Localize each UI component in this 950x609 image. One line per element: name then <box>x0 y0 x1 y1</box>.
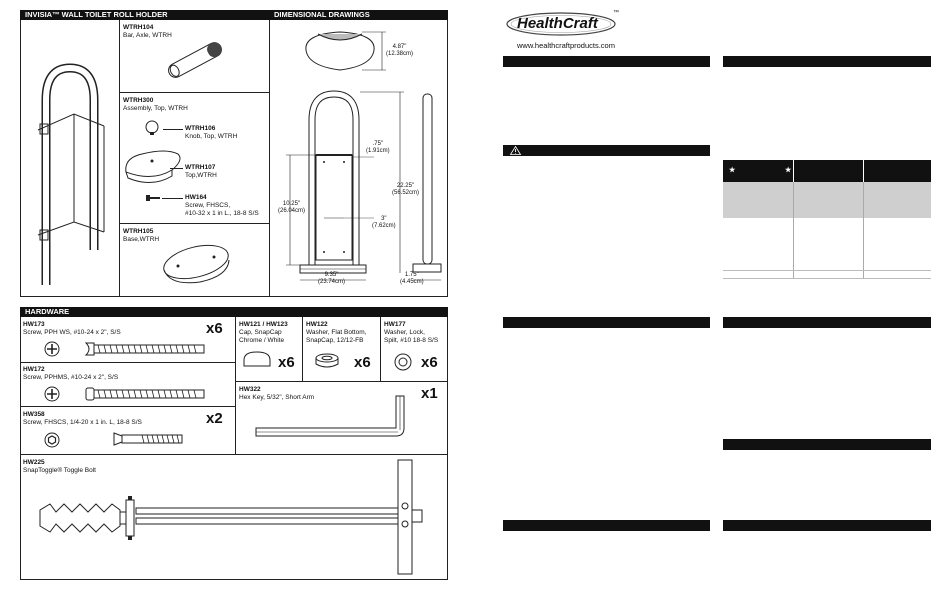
section-bar <box>503 317 710 328</box>
hw-qty: x6 <box>206 320 223 337</box>
part-desc: Bar, Axle, WTRH <box>123 32 172 39</box>
hex-socket-head-icon <box>44 432 60 448</box>
hw-desc: Screw, PPHMS, #10-24 x 2", S/S <box>23 374 119 381</box>
hw-code: HW177 <box>384 321 406 328</box>
part-code: WTRH104 <box>123 24 154 31</box>
part-code: WTRH107 <box>185 164 216 171</box>
flat-washer-drawing <box>315 353 339 368</box>
part-desc: Assembly, Top, WTRH <box>123 105 188 112</box>
hw-code: HW322 <box>239 386 261 393</box>
drawings-header: DIMENSIONAL DRAWINGS <box>269 10 448 20</box>
logo-tm: ™ <box>613 10 619 16</box>
hw-desc: Washer, Flat Bottom, <box>306 329 367 336</box>
healthcraft-logo: HealthCraft ™ <box>505 10 619 36</box>
hw-code: HW122 <box>306 321 328 328</box>
dim-inner-width: 3"(7.62cm) <box>372 216 396 229</box>
dim-top-depth: 4.87"(12.38cm) <box>386 44 414 57</box>
hw-desc: Screw, PPH WS, #10-24 x 2", S/S <box>23 329 121 336</box>
section-bar <box>503 56 710 67</box>
hw-qty: x6 <box>421 354 438 371</box>
dim-hole-offset: .75"(1.91cm) <box>366 141 390 154</box>
bolt-drawing <box>113 432 183 446</box>
holder-assembly-drawing <box>37 63 105 285</box>
small-screw-drawing <box>146 195 160 201</box>
hw-desc: SnapToggle® Toggle Bolt <box>23 467 96 474</box>
warning-icon <box>509 145 522 155</box>
screw-drawing <box>85 387 205 401</box>
table-row-grey <box>723 182 931 218</box>
section-bar <box>723 439 931 450</box>
section-bar <box>723 520 931 531</box>
snapcap-drawing <box>243 351 271 367</box>
base-plate-drawing <box>163 244 230 284</box>
dim-side-depth: 1.75"(4.45cm) <box>400 272 424 285</box>
hardware-header: HARDWARE <box>20 307 448 317</box>
dim-inner-height: 10.25"(26.04cm) <box>278 201 306 214</box>
dim-base-width: 9.35"(23.74cm) <box>318 272 346 285</box>
hw-code: HW172 <box>23 366 45 373</box>
screw-drawing <box>84 342 205 356</box>
toggle-bolt-drawing <box>39 459 423 575</box>
part-code: HW164 <box>185 194 207 201</box>
hw-desc: Washer, Lock, <box>384 329 425 336</box>
table-header <box>723 160 931 182</box>
hw-code: HW121 / HW123 <box>239 321 288 328</box>
hw-qty: x2 <box>206 410 223 427</box>
hw-qty: x1 <box>421 385 438 402</box>
dim-height: 22.25"(56.52cm) <box>392 183 420 196</box>
part-desc: Base,WTRH <box>123 236 160 243</box>
lock-washer-icon <box>394 353 412 371</box>
top-plate-drawing <box>125 150 181 183</box>
table-star-left: ★ <box>729 167 736 174</box>
phillips-screw-head-icon <box>44 386 60 402</box>
table-star-right: ★ <box>785 167 792 174</box>
part-code: WTRH105 <box>123 228 154 235</box>
hw-desc-2: Spilt, #10 18-8 S/S <box>384 337 439 344</box>
part-desc-2: #10-32 x 1 in L., 18-8 S/S <box>185 210 259 217</box>
spec-table: ★ ★ <box>723 160 931 282</box>
part-code: WTRH106 <box>185 125 216 132</box>
part-desc: Screw, FHSCS, <box>185 202 231 209</box>
knob-drawing <box>145 120 159 135</box>
section-bar <box>723 56 931 67</box>
logo-text: HealthCraft <box>517 15 598 32</box>
part-code: WTRH300 <box>123 97 154 104</box>
warning-bar <box>503 145 710 156</box>
hw-qty: x6 <box>278 354 295 371</box>
hw-desc-2: SnapCap, 12/12-FB <box>306 337 364 344</box>
logo-swoosh <box>506 12 616 36</box>
hw-desc-2: Chrome / White <box>239 337 285 344</box>
part-desc: Knob, Top, WTRH <box>185 133 238 140</box>
company-url[interactable]: www.healthcraftproducts.com <box>517 41 615 50</box>
section-bar <box>503 520 710 531</box>
hw-code: HW173 <box>23 321 45 328</box>
hw-desc: Screw, FHSCS, 1/4-20 x 1 in. L, 18-8 S/S <box>23 419 142 426</box>
hw-code: HW225 <box>23 459 45 466</box>
hw-desc: Cap, SnapCap <box>239 329 282 336</box>
hex-key-drawing <box>255 395 405 437</box>
hw-code: HW358 <box>23 411 45 418</box>
axle-bar-drawing <box>168 42 222 78</box>
product-header: INVISIA™ WALL TOILET ROLL HOLDER <box>20 10 269 20</box>
dimensional-drawing <box>286 31 442 281</box>
phillips-screw-head-icon <box>44 341 60 357</box>
hw-desc: Hex Key, 5/32", Short Arm <box>239 394 315 401</box>
hw-qty: x6 <box>354 354 371 371</box>
section-bar <box>723 317 931 328</box>
part-desc: Top,WTRH <box>185 172 217 179</box>
